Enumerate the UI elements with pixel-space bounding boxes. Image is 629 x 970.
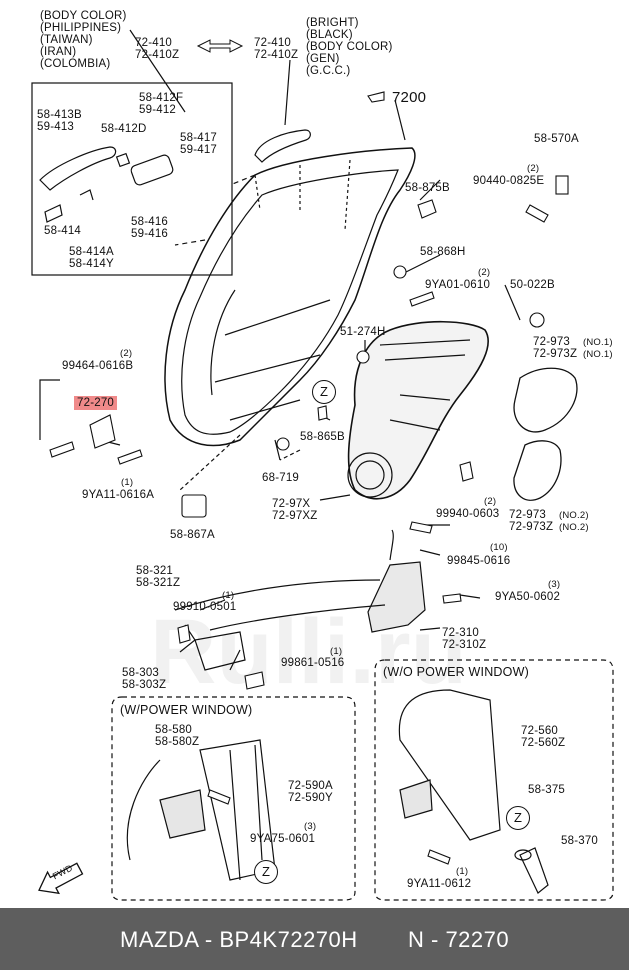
nut-58-868h	[393, 265, 407, 279]
fwd-arrow-icon	[38, 862, 84, 895]
pad-58-875b	[417, 199, 437, 219]
note-72-973-no2: (NO.2)(NO.2)	[559, 510, 589, 533]
part-58-875b: 58-875B	[405, 182, 450, 194]
door-frame	[164, 147, 416, 447]
qty-9ya11: (1)	[121, 477, 134, 488]
part-50-022b: 50-022B	[510, 279, 555, 291]
origin-list: (BODY COLOR)(PHILIPPINES)(TAIWAN)(IRAN)(…	[40, 10, 127, 70]
part-9ya11-0612: 9YA11-0612	[407, 878, 472, 890]
power-window-title: (W/POWER WINDOW)	[120, 703, 253, 717]
part-51-274h: 51-274H	[340, 326, 386, 338]
qty-90440: (2)	[527, 163, 540, 174]
part-99464: 99464-0616B	[62, 360, 134, 372]
no-power-window-title: (W/O POWER WINDOW)	[383, 665, 529, 679]
door-latch	[367, 561, 426, 633]
part-58-414: 58-414	[44, 225, 82, 237]
footer-bar: MAZDA - BP4K72270H N - 72270	[0, 908, 629, 970]
qty-9ya50: (3)	[548, 579, 561, 590]
crank-handle	[519, 847, 549, 894]
part-90440: 90440-0825E	[473, 175, 545, 187]
note-72-973-no1: (NO.1)(NO.1)	[583, 337, 613, 360]
qty-9ya11-0612: (1)	[456, 866, 469, 877]
color-list: (BRIGHT)(BLACK)(BODY COLOR)(GEN)(G.C.C.)	[306, 17, 393, 77]
z-marker: Z	[312, 380, 336, 404]
pointing-hand-icon	[367, 91, 385, 103]
part-58-375: 58-375	[528, 784, 566, 796]
speaker-hole	[347, 452, 393, 498]
part-99861: 99861-0516	[281, 657, 345, 669]
window-motor	[159, 789, 206, 839]
glass-no1	[513, 367, 578, 433]
diagram-canvas	[31, 29, 614, 901]
part-9ya50: 9YA50-0602	[495, 591, 561, 603]
outer-handle-left	[39, 146, 117, 191]
footer-part-number: MAZDA - BP4K72270H	[120, 927, 358, 952]
qty-99910: (1)	[222, 590, 235, 601]
qty-99861: (1)	[330, 646, 343, 657]
part-58-867a: 58-867A	[170, 529, 215, 541]
outer-handle-right	[254, 129, 311, 163]
part-58-865b: 58-865B	[300, 431, 345, 443]
door-ribs	[210, 289, 331, 421]
qty-9ya75: (3)	[304, 821, 317, 832]
part-72-270-highlighted: 72-270	[74, 396, 118, 410]
no-power-window-box	[374, 659, 614, 901]
ref-7200: 7200	[392, 89, 427, 106]
double-arrow	[196, 39, 244, 53]
qty-99464: (2)	[120, 348, 133, 359]
z-marker: Z	[506, 806, 530, 830]
qty-9ya01: (2)	[478, 267, 491, 278]
part-68-719: 68-719	[262, 472, 300, 484]
part-9ya75: 9YA75-0601	[250, 833, 316, 845]
footer-ref-number: N - 72270	[408, 927, 510, 952]
manual-regulator-rail	[398, 689, 501, 841]
hinge-72-270	[89, 414, 116, 449]
part-9ya01: 9YA01-0610	[425, 279, 491, 291]
part-99910: 99910-0501	[173, 601, 237, 613]
qty-99940: (2)	[484, 496, 497, 507]
part-99940: 99940-0603	[436, 508, 500, 520]
door-module-carrier	[347, 320, 489, 500]
part-58-570a: 58-570A	[534, 133, 579, 145]
part-58-370: 58-370	[561, 835, 599, 847]
handle-base	[130, 154, 174, 186]
part-9ya11-0616a: 9YA11-0616A	[82, 489, 155, 501]
part-99845: 99845-0616	[447, 555, 511, 567]
part-58-868h: 58-868H	[420, 246, 466, 258]
clip-58-570a	[555, 175, 569, 195]
inner-handle	[194, 631, 246, 671]
part-58-412d: 58-412D	[101, 123, 147, 135]
door-inner-panel	[181, 169, 399, 435]
glass-no2	[513, 440, 562, 501]
handle-detail-box	[31, 82, 233, 276]
z-marker: Z	[254, 860, 278, 884]
power-window-box	[111, 696, 356, 901]
qty-99845: (10)	[490, 542, 508, 553]
stopper-58-867a	[181, 494, 207, 518]
